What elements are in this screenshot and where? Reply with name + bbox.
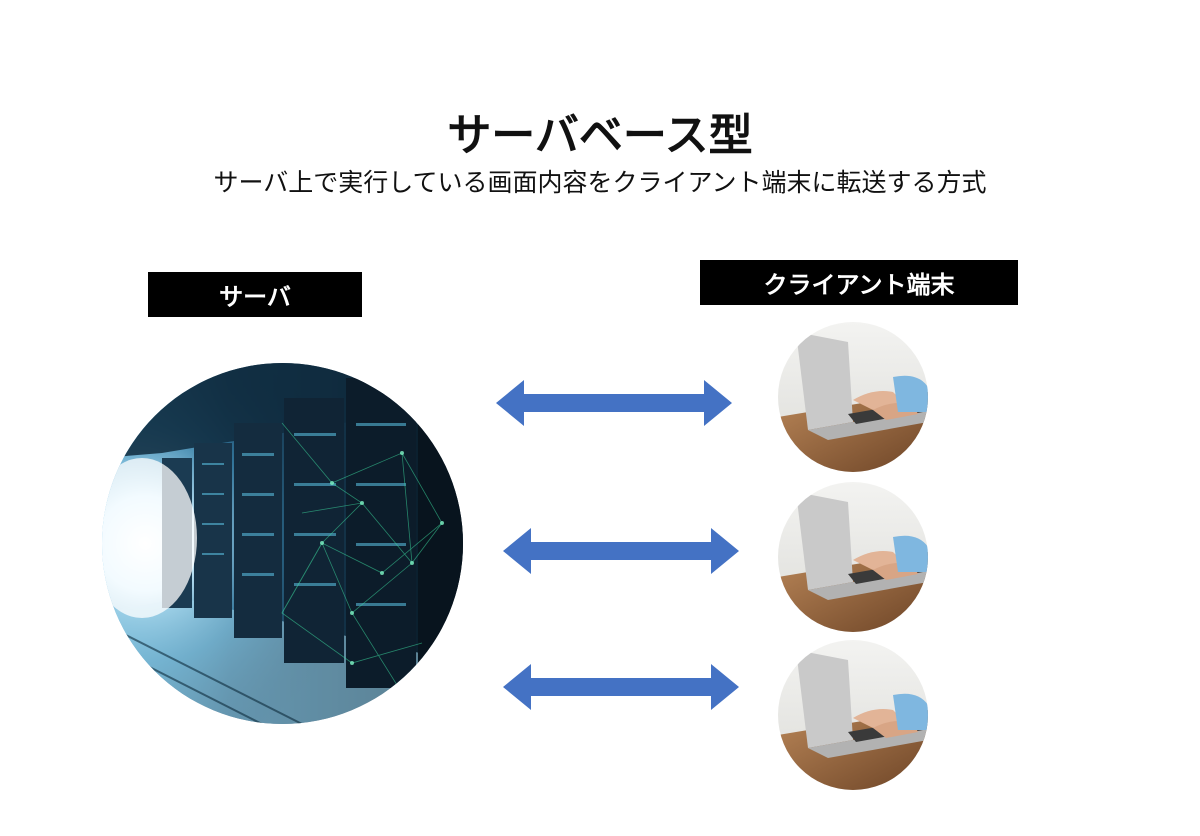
client-laptop-image (778, 640, 928, 790)
page-title: サーバベース型 (447, 110, 753, 161)
bidirectional-arrow (503, 664, 739, 710)
page-subtitle: サーバ上で実行している画面内容をクライアント端末に転送する方式 (213, 168, 987, 197)
client-laptop-image (778, 322, 928, 472)
server-image (102, 363, 463, 724)
server-label: サーバ (148, 272, 362, 317)
client-laptop-image (778, 482, 928, 632)
server-label-text: サーバ (219, 283, 291, 311)
client-label-text: クライアント端末 (763, 271, 955, 299)
client-label: クライアント端末 (700, 260, 1018, 305)
bidirectional-arrow (503, 528, 739, 574)
bidirectional-arrow (496, 380, 732, 426)
